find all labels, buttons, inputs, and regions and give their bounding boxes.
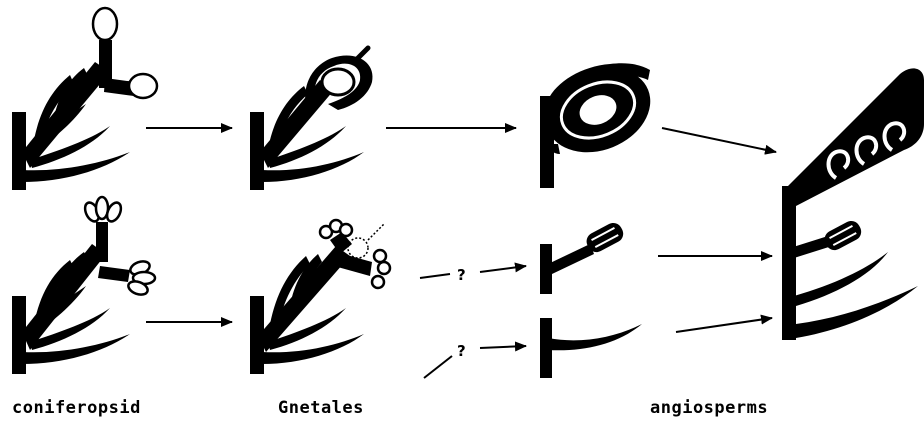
- angiosperm-perianth: [540, 318, 642, 378]
- unknown-link-marker-lower: ?: [457, 342, 466, 360]
- gnetales-pollen-branch: [250, 220, 390, 374]
- arrow-gnetales-to-stamen-right: [480, 266, 526, 272]
- arrow-gnetales-to-stamen-left: [420, 274, 450, 278]
- arrow-to-perianth-right: [480, 346, 526, 348]
- arrow-perianth-to-flower: [676, 318, 772, 332]
- angiosperm-stamen: [540, 220, 626, 294]
- unknown-link-marker-upper: ?: [457, 266, 466, 284]
- arrow-to-perianth-left: [424, 356, 452, 378]
- coniferopsid-ovulate-branch: [12, 8, 157, 190]
- angiosperm-flower: [782, 68, 924, 340]
- label-coniferopsid: coniferopsid: [12, 398, 141, 418]
- coniferopsid-pollen-branch: [12, 197, 155, 374]
- evolution-arrows: [146, 128, 776, 378]
- angiosperm-carpel: [533, 53, 663, 188]
- arrow-carpel-to-flower: [662, 128, 776, 152]
- gnetales-ovulate-branch: [250, 48, 373, 190]
- label-gnetales: Gnetales: [278, 398, 364, 418]
- label-angiosperms: angiosperms: [650, 398, 768, 418]
